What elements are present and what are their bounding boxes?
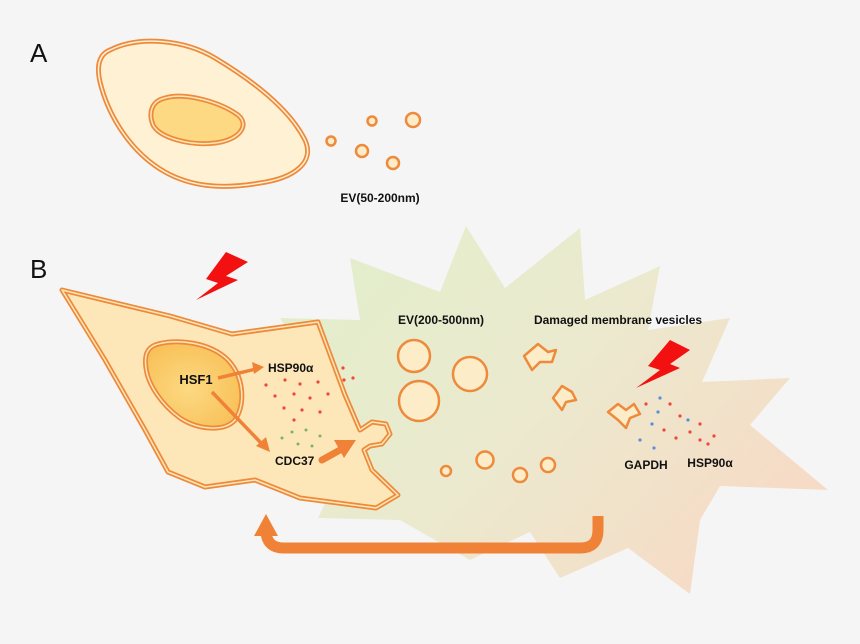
ev-vesicle: [451, 355, 489, 393]
secretion-arrow: [318, 440, 356, 464]
cdc37-dots-cell: [280, 428, 322, 448]
gapdh-label: GAPDH: [624, 458, 667, 472]
damage-burst: [280, 226, 828, 594]
ev-vesicle: [511, 466, 529, 484]
released-dots: [638, 396, 716, 450]
ev-vesicle: [325, 135, 337, 147]
ev-vesicle: [397, 379, 441, 423]
ev-vesicle: [404, 111, 422, 129]
hsp90-dots-cell: [264, 366, 355, 422]
hsf1-to-cdc37-arrow: [210, 390, 270, 452]
damaged-vesicle: [522, 342, 558, 372]
panel-a-letter: A: [30, 38, 48, 68]
ev-vesicle: [475, 450, 495, 470]
cdc37-label: CDC37: [275, 454, 315, 468]
damaged-vesicle-group: [522, 342, 642, 430]
damaged-vesicle: [606, 402, 642, 430]
panel-b-letter: B: [30, 254, 47, 284]
nucleus-b: [143, 339, 245, 431]
damaged-vesicle: [551, 384, 578, 412]
hsf1-label: HSF1: [179, 372, 212, 387]
damaged-vesicles-label: Damaged membrane vesicles: [534, 313, 702, 327]
feedback-arrow: [254, 514, 604, 554]
hsf1-to-hsp90-arrow: [217, 362, 264, 380]
large-ev-group: [396, 338, 557, 484]
lightning-bolt-icon: [636, 340, 690, 388]
ev-vesicle: [539, 456, 557, 474]
lightning-bolt-icon: [196, 252, 248, 300]
ev-vesicle: [366, 115, 378, 127]
hsp90-left-label: HSP90α: [268, 361, 314, 375]
ev-vesicle: [354, 143, 370, 159]
ev-vesicle: [396, 338, 432, 374]
nucleus-a: [148, 93, 246, 147]
ev-small-label: EV(50-200nm): [340, 191, 419, 205]
ev-large-label: EV(200-500nm): [398, 313, 484, 327]
ev-vesicle: [385, 155, 401, 171]
small-ev-group-a: [325, 111, 422, 171]
ev-vesicle: [439, 464, 453, 478]
hsp90-right-label: HSP90α: [687, 456, 733, 470]
